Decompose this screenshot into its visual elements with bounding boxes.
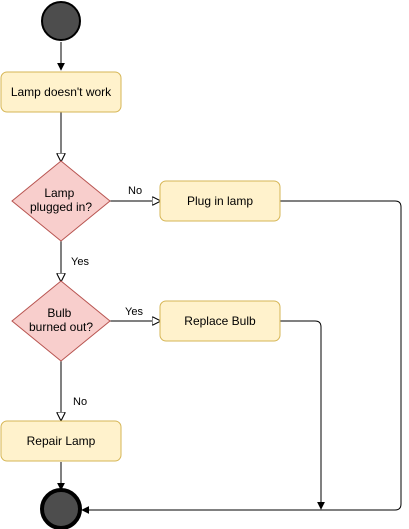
edge-label-bg [69, 394, 91, 407]
decision-lamp-plugged-in[interactable]: Lamp plugged in? [11, 160, 111, 242]
decision-bulb-burned-out[interactable]: Bulb burned out? [11, 280, 111, 362]
decision-bulb-burned-out-label: Bulb burned out? [29, 306, 93, 334]
node-plug-in-lamp[interactable]: Plug in lamp [159, 180, 281, 222]
decision-bulb-burned-out-line-2: burned out? [29, 320, 93, 334]
decision-bulb-burned-out-line-1: Bulb [47, 306, 71, 320]
node-repair-lamp[interactable]: Repair Lamp [0, 420, 122, 462]
edge-plug-in-lamp-to-end [81, 200, 402, 514]
edge-label-bg [122, 304, 147, 317]
node-plug-in-lamp-label: Plug in lamp [187, 194, 253, 208]
edges [61, 42, 402, 514]
edge-label-bulb-no: No [73, 396, 87, 408]
edge-label-bulb-yes: Yes [125, 306, 143, 318]
start-node[interactable] [41, 1, 81, 41]
edge-replace-bulb-to-end [280, 320, 325, 510]
decision-lamp-plugged-in-line-1: Lamp [44, 186, 74, 200]
node-replace-bulb-label: Replace Bulb [184, 314, 256, 328]
node-repair-lamp-label: Repair Lamp [27, 434, 96, 448]
decision-lamp-plugged-in-line-2: plugged in? [30, 200, 92, 214]
edge-label-bg [124, 183, 146, 196]
edge-label-bg [67, 254, 91, 267]
node-replace-bulb[interactable]: Replace Bulb [159, 300, 281, 342]
end-node[interactable] [40, 488, 82, 529]
edge-label-plugged-no: No [128, 185, 142, 197]
decision-lamp-plugged-in-label: Lamp plugged in? [30, 186, 92, 214]
node-lamp-doesnt-work-label: Lamp doesn't work [11, 85, 112, 99]
node-lamp-doesnt-work[interactable]: Lamp doesn't work [0, 71, 122, 113]
edge-label-plugged-yes: Yes [71, 256, 89, 268]
